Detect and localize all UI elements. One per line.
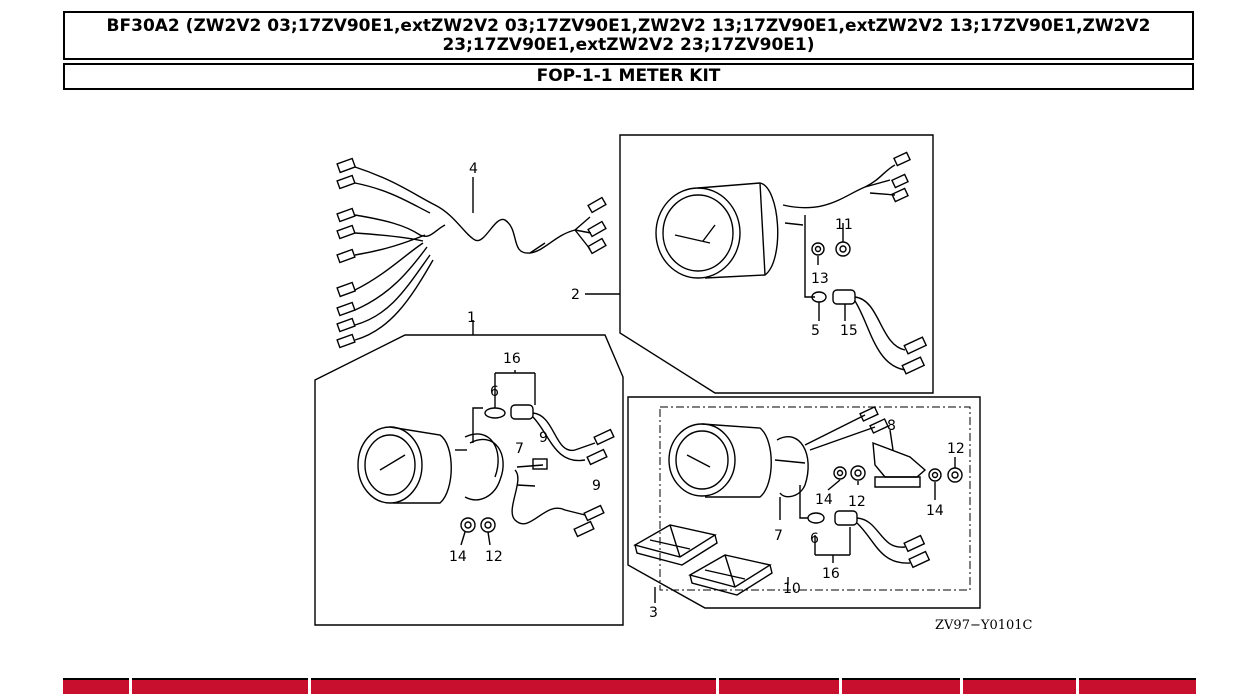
callout-12a: 12	[485, 549, 503, 565]
callout-9b: 9	[592, 478, 601, 494]
callout-15: 15	[840, 323, 858, 339]
group-3-box	[627, 396, 981, 609]
callout-16a: 16	[503, 351, 521, 367]
group-1-box	[314, 320, 624, 626]
callout-3: 3	[649, 605, 658, 621]
callout-12c: 12	[848, 494, 866, 510]
callout-14a: 14	[449, 549, 467, 565]
table-header-cell	[132, 678, 308, 694]
table-header-cell	[842, 678, 960, 694]
callout-7a: 7	[515, 441, 524, 457]
group-2-box	[585, 134, 934, 394]
parts-table-header	[63, 678, 1196, 694]
callout-13: 13	[811, 271, 829, 287]
callout-6a: 6	[490, 384, 499, 400]
diagram-code: ZV97−Y0101C	[935, 618, 1033, 633]
callout-4: 4	[469, 161, 478, 177]
callout-11: 11	[835, 217, 853, 233]
section-header: FOP-1-1 METER KIT	[63, 63, 1194, 90]
model-header: BF30A2 (ZW2V2 03;17ZV90E1,extZW2V2 03;17…	[63, 11, 1194, 60]
callout-6b: 6	[810, 531, 819, 547]
wire-harness-4	[336, 157, 607, 349]
callout-14b: 14	[815, 492, 833, 508]
callout-2: 2	[571, 287, 580, 303]
parts-diagram: 4 2 11 13 5 15	[305, 125, 1050, 635]
callout-7b: 7	[774, 528, 783, 544]
table-header-cell	[63, 678, 129, 694]
callout-1: 1	[467, 310, 476, 326]
callout-9a: 9	[539, 430, 548, 446]
table-header-cell	[719, 678, 839, 694]
callout-16b: 16	[822, 566, 840, 582]
table-header-cell	[1079, 678, 1196, 694]
callout-5: 5	[811, 323, 820, 339]
table-header-cell	[311, 678, 716, 694]
callout-8: 8	[887, 418, 896, 434]
callout-12b: 12	[947, 441, 965, 457]
callout-14c: 14	[926, 503, 944, 519]
callout-10: 10	[783, 581, 801, 597]
table-header-cell	[963, 678, 1076, 694]
